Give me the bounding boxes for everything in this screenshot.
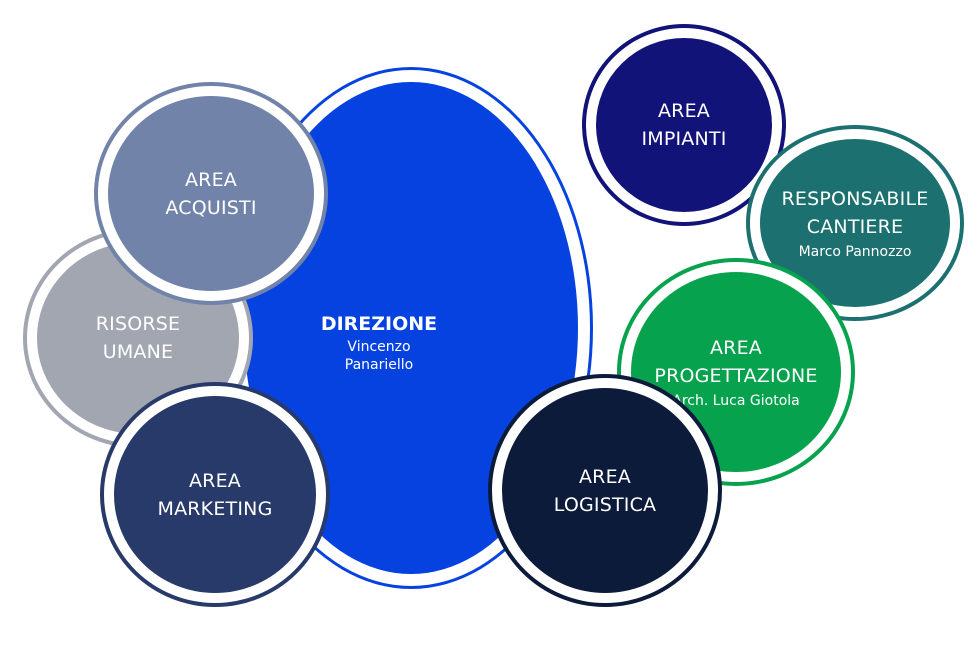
area-acquisti-label: AREA ACQUISTI bbox=[165, 168, 257, 219]
area-logistica-circle: AREA LOGISTICA bbox=[492, 378, 718, 603]
area-acquisti-circle: AREA ACQUISTI bbox=[98, 86, 324, 301]
responsabile-cantiere-name: Marco Pannozzo bbox=[798, 244, 912, 260]
area-logistica-label: AREA LOGISTICA bbox=[553, 465, 657, 516]
area-progettazione-name: Arch. Luca Giotola bbox=[672, 393, 800, 409]
responsabile-cantiere-label: RESPONSABILE CANTIERE bbox=[781, 188, 929, 238]
area-progettazione-label: AREA PROGETTAZIONE bbox=[654, 337, 818, 387]
direzione-text: DIREZIONE Vincenzo Panariello bbox=[314, 312, 444, 374]
direzione-title: DIREZIONE bbox=[320, 313, 438, 335]
direzione-name: Vincenzo Panariello bbox=[344, 339, 414, 373]
area-marketing-label: AREA MARKETING bbox=[157, 469, 273, 520]
area-marketing-circle: AREA MARKETING bbox=[104, 386, 326, 603]
area-impianti-circle: AREA IMPIANTI bbox=[586, 28, 782, 222]
risorse-umane-label: RISORSE UMANE bbox=[95, 313, 181, 363]
area-impianti-label: AREA IMPIANTI bbox=[641, 100, 727, 150]
